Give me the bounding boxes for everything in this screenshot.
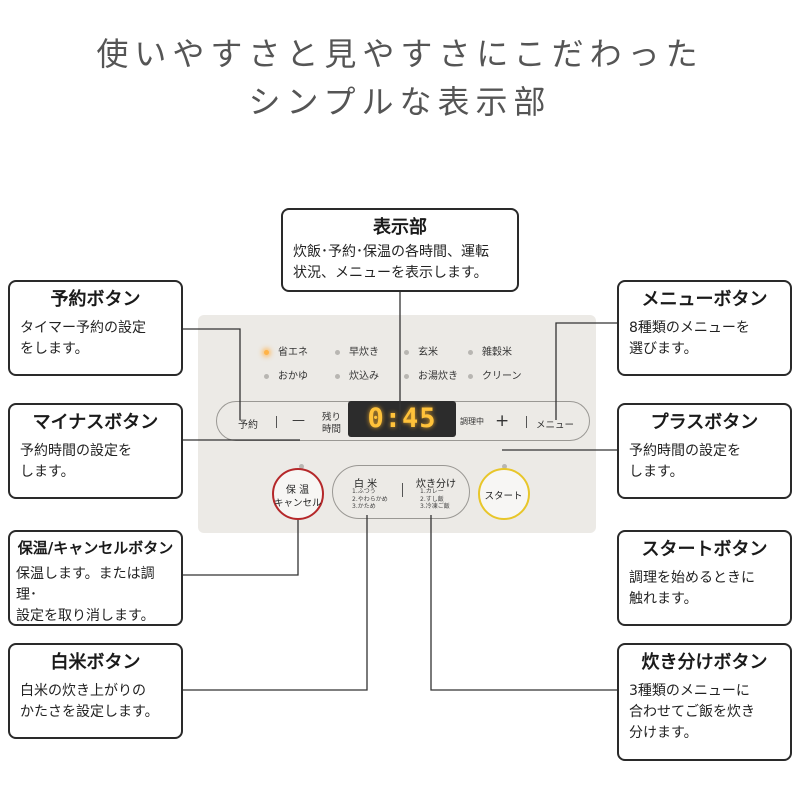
menu-button[interactable]: メニュー [536,420,575,431]
leader-cook-select [430,515,617,691]
rice-select-pill [332,465,470,519]
indicator-eco: 省エネ [264,343,308,358]
white-rice-button[interactable]: 白 米 [354,479,378,490]
led-icon [335,349,340,355]
leader-menu [555,322,617,420]
indicator-grain-rice: 雑穀米 [468,343,512,358]
start-led-icon [502,464,507,469]
callout-cook-select: 炊き分けボタン 3種類のメニューに 合わせてご飯を炊き 分けます。 [617,643,792,761]
led-icon [468,373,473,379]
cooking-status-label: 調理中 [460,417,484,426]
indicator-mixed-rice: 炊込み [335,367,379,382]
led-icon [335,373,340,379]
leader-reserve [183,328,241,420]
callout-white-rice: 白米ボタン 白米の炊き上がりの かたさを設定します。 [8,643,183,739]
indicator-clean: クリーン [468,367,522,382]
start-button[interactable]: スタート [478,468,530,520]
reserve-button[interactable]: 予約 [238,420,258,431]
indicator-porridge: おかゆ [264,367,308,382]
minus-button[interactable]: — [292,413,305,428]
leader-white-rice [183,515,368,691]
callout-minus: マイナスボタン 予約時間の設定を します。 [8,403,183,499]
callout-menu: メニューボタン 8種類のメニューを 選びます。 [617,280,792,376]
time-display: 0:45 [348,401,456,437]
cook-select-options: 1.カレー 2.すし飯 3.冷凍ご飯 [420,488,450,510]
led-icon [404,373,409,379]
keep-cancel-button[interactable]: 保 温 キャンセル [272,468,324,520]
callout-keep-cancel: 保温/キャンセルボタン 保温します。または調理･ 設定を取り消します。 [8,530,183,626]
indicator-hot-water: お湯炊き [404,367,458,382]
callout-start: スタートボタン 調理を始めるときに 触れます。 [617,530,792,626]
headline-line1: 使いやすさと見やすさにこだわった [96,35,704,73]
white-rice-options: 1.ふつう 2.やわらかめ 3.かため [352,488,388,510]
leader-keep-cancel [183,520,299,576]
led-icon [264,373,269,379]
indicator-quick: 早炊き [335,343,379,358]
callout-plus: プラスボタン 予約時間の設定を します。 [617,403,792,499]
indicator-brown-rice: 玄米 [404,343,438,358]
remaining-time-label: 残り 時間 [322,412,342,435]
cook-select-button[interactable]: 炊き分け [416,479,456,490]
led-icon [404,349,409,355]
separator [526,416,527,428]
separator [402,483,403,497]
plus-button[interactable]: + [495,411,510,431]
separator [276,416,277,428]
control-panel: 省エネ 早炊き 玄米 雑穀米 おかゆ 炊込み お湯炊き クリーン 予約 — 残り… [198,315,596,533]
led-on-icon [264,349,269,355]
callout-reserve: 予約ボタン タイマー予約の設定 をします。 [8,280,183,376]
headline-line2: シンプルな表示部 [248,83,552,121]
indicator-row-1: 省エネ 早炊き 玄米 雑穀米 [198,343,596,361]
callout-display: 表示部 炊飯･予約･保温の各時間、運転 状況、メニューを表示します。 [281,208,519,292]
led-icon [468,349,473,355]
indicator-row-2: おかゆ 炊込み お湯炊き クリーン [198,367,596,385]
keep-led-icon [299,464,304,469]
